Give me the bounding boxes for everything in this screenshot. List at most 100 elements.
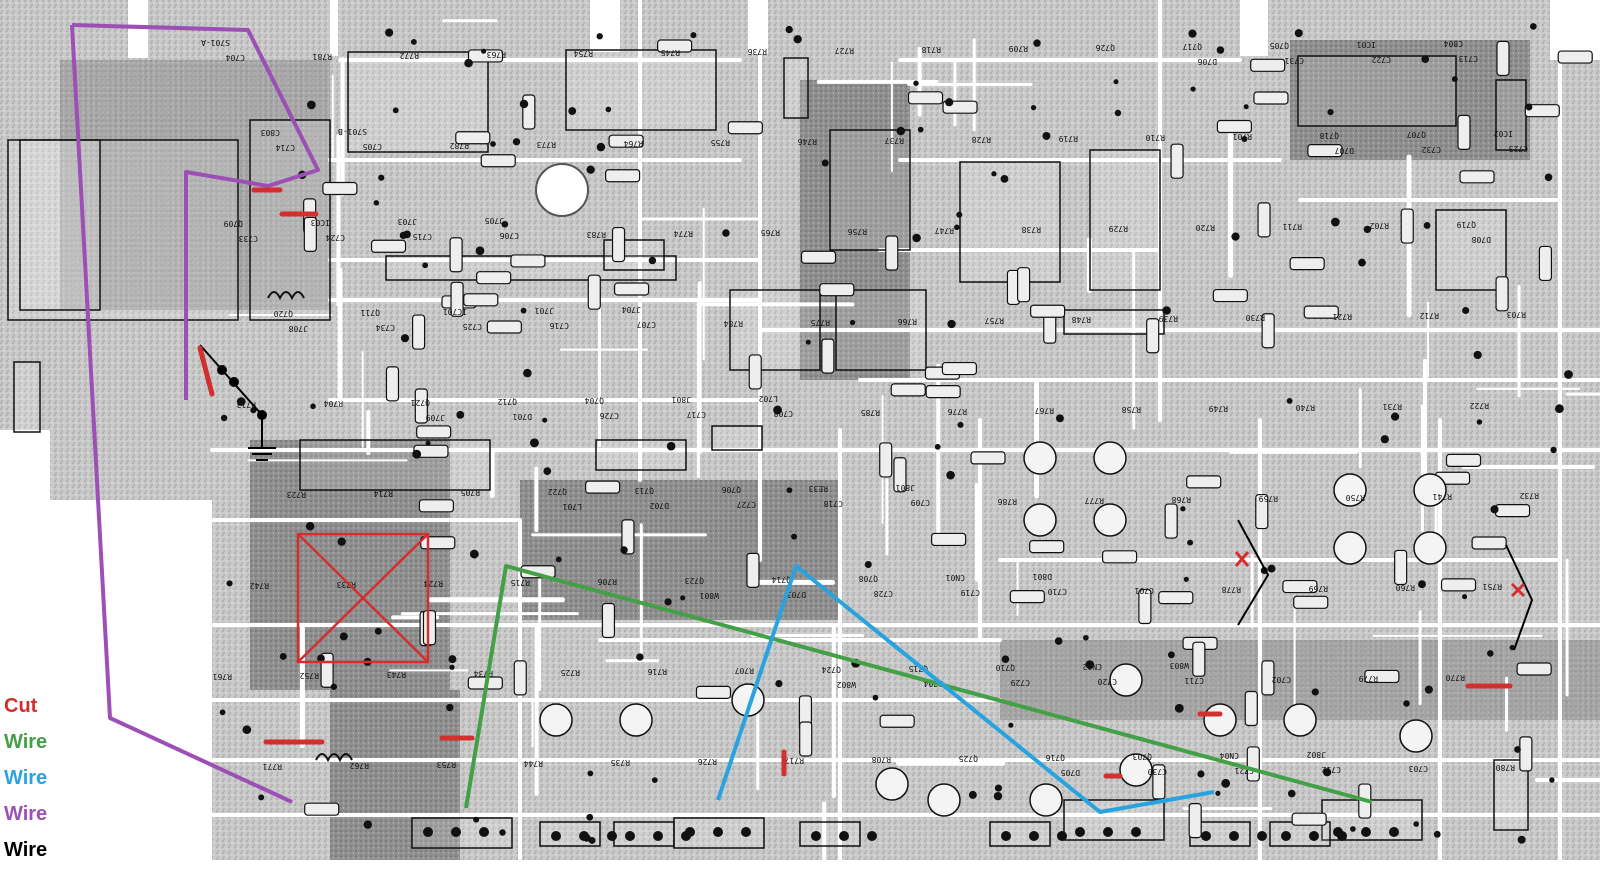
resistor-body: [1538, 245, 1553, 282]
resistor-body: [510, 254, 546, 268]
connector-pin: [1075, 827, 1085, 837]
part-label: C722: [1372, 55, 1391, 64]
part-label: R716: [648, 667, 667, 676]
solder-pad: [666, 441, 676, 451]
solder-pad: [1241, 135, 1248, 142]
part-label: D707: [1335, 146, 1354, 155]
connector-pin: [867, 831, 877, 841]
part-label: R706: [598, 577, 617, 586]
part-label: R751: [1483, 582, 1502, 591]
resistor-body: [463, 293, 499, 307]
part-label: R726: [698, 757, 717, 766]
part-label: R772: [400, 51, 419, 60]
connector-pin: [1057, 831, 1067, 841]
resistor-body: [893, 457, 907, 493]
part-label: Q709: [224, 219, 243, 228]
part-label: R702: [1370, 221, 1389, 230]
part-label: R704: [324, 399, 343, 408]
part-label: C714: [276, 143, 295, 152]
resistor-body: [304, 802, 340, 816]
legend: Cut Wire Wire Wire Wire: [4, 688, 114, 868]
resistor-body: [414, 388, 428, 424]
part-label: C702: [1272, 675, 1291, 684]
part-label: R708: [872, 755, 891, 764]
resistor-body: [611, 226, 626, 263]
solder-pad: [363, 820, 373, 829]
resistor-body: [1289, 257, 1325, 271]
resistor-body: [1459, 170, 1495, 184]
solder-pad: [464, 58, 473, 68]
part-label: R729: [1109, 224, 1128, 233]
part-label: C724: [326, 233, 345, 242]
part-label: J802: [1307, 750, 1326, 759]
component-outline: [1297, 55, 1457, 127]
solder-pad: [1424, 685, 1433, 694]
part-label: R727: [835, 46, 854, 55]
resistor-body: [449, 237, 463, 273]
transistor-body: [1413, 473, 1447, 507]
bottom-connectors: [423, 827, 1399, 841]
part-label: R768: [1172, 495, 1191, 504]
solder-pad: [1413, 821, 1420, 827]
part-label: R769: [1309, 584, 1328, 593]
part-label: R713: [237, 400, 256, 409]
solder-pad: [1033, 39, 1041, 47]
resistor-body: [1164, 503, 1178, 539]
solder-pad: [523, 368, 532, 378]
part-label: R723: [287, 490, 306, 499]
component-outline: [799, 821, 861, 847]
solder-pad: [994, 784, 1003, 792]
part-label: W801: [700, 591, 719, 600]
part-label: C721: [1235, 766, 1254, 775]
solder-pad: [956, 211, 963, 218]
part-label: R737: [885, 136, 904, 145]
part-label: R744: [524, 759, 543, 768]
part-label: R715: [511, 578, 530, 587]
connector-pin: [713, 827, 723, 837]
solder-pad: [1462, 594, 1468, 600]
connector-pin: [1131, 827, 1141, 837]
resistor-body: [1445, 453, 1482, 467]
legend-green-wire: Wire: [4, 731, 48, 753]
solder-pad: [258, 794, 265, 801]
solder-pad: [1114, 109, 1122, 117]
part-label: C727: [737, 500, 756, 509]
part-label: Q715: [909, 664, 928, 673]
solder-pad: [1358, 258, 1366, 267]
solder-pad: [722, 229, 730, 237]
solder-pad: [310, 403, 316, 410]
component-outline: [13, 361, 41, 433]
solder-pad: [1517, 835, 1526, 844]
resistor-body: [748, 354, 762, 390]
connector-pin: [451, 827, 461, 837]
resistor-body: [1188, 803, 1202, 839]
part-label: R778: [1222, 585, 1241, 594]
solder-pad: [1197, 770, 1205, 778]
part-label: R738: [1022, 225, 1041, 234]
solder-pad: [1216, 46, 1225, 54]
resistor-body: [1253, 91, 1289, 105]
resistor-body: [1255, 493, 1269, 530]
solder-pad: [651, 777, 658, 784]
connector-pin: [741, 827, 751, 837]
connector-pin: [681, 831, 691, 841]
part-label: C716: [550, 321, 569, 330]
resistor-body: [1303, 305, 1339, 319]
resistor-body: [1192, 641, 1206, 677]
part-label: C733: [239, 234, 258, 243]
part-label: R766: [898, 317, 917, 326]
part-label: C704: [226, 53, 245, 62]
solder-pad: [1162, 306, 1171, 315]
part-label: IC01: [1357, 40, 1376, 49]
part-label: R711: [1283, 222, 1302, 231]
solder-pad: [1363, 225, 1372, 234]
part-label: R728: [972, 135, 991, 144]
part-label: CN04: [1220, 751, 1239, 760]
resistor-body: [1244, 690, 1258, 727]
solder-pad: [385, 28, 394, 37]
legend-cut: Cut: [4, 695, 38, 717]
solder-pad: [1030, 104, 1037, 111]
resistor-body: [1293, 595, 1329, 609]
part-label: R747: [935, 226, 954, 235]
resistor-body: [1307, 144, 1343, 158]
